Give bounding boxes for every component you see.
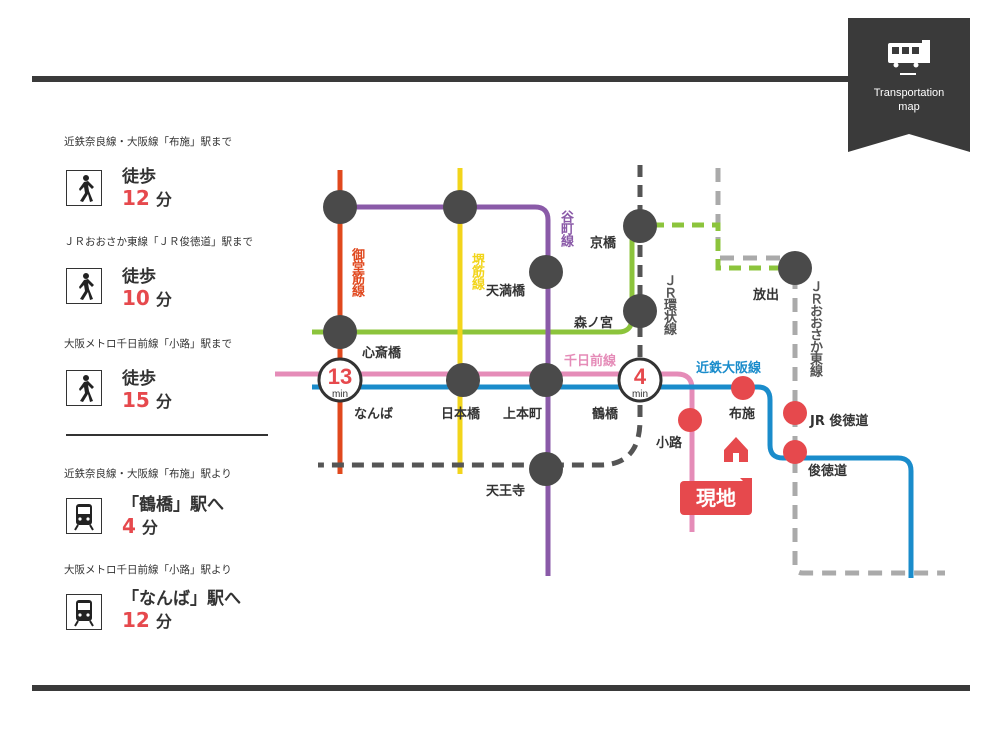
tanimachi-line xyxy=(340,204,551,576)
station-dot-shinsaibashi xyxy=(323,315,357,349)
walk-label: 徒歩 xyxy=(122,369,156,389)
namba-time-unit: min xyxy=(332,389,348,400)
station-label-kyobashi: 京橋 xyxy=(590,236,617,251)
walk-info-shoji: 大阪メトロ千日前線「小路」駅まで 徒歩 15 分 xyxy=(64,336,294,412)
walk-label: 徒歩 xyxy=(122,267,156,287)
train-destination: 「なんば」駅へ xyxy=(122,589,241,609)
section-divider xyxy=(66,434,268,436)
walking-person-icon xyxy=(66,170,102,206)
walk-minutes: 12 xyxy=(122,186,150,210)
station-dot-tenmabashi xyxy=(529,255,563,289)
train-minutes: 12 xyxy=(122,608,150,632)
walk-info-fuse: 近鉄奈良線・大阪線「布施」駅まで 徒歩 12 分 xyxy=(64,134,294,210)
minutes-unit: 分 xyxy=(155,190,172,209)
station-label-jr-shuntokumichi: JR 俊徳道 xyxy=(810,414,869,429)
train-front-icon xyxy=(66,498,102,534)
walk-minutes: 10 xyxy=(122,286,150,310)
station-label-tenmabashi: 天満橋 xyxy=(486,284,526,299)
kintetsu-osaka-line xyxy=(312,384,914,578)
tanimachi-line-label: 谷町線 xyxy=(558,210,573,246)
walk-minutes: 15 xyxy=(122,388,150,412)
tsuruhashi-time-value: 4 xyxy=(634,364,647,389)
minutes-unit: 分 xyxy=(141,518,158,537)
station-label-tennoji: 天王寺 xyxy=(486,484,526,499)
train-minutes: 4 xyxy=(122,514,136,538)
bottom-rule xyxy=(32,685,970,691)
station-dot-shoji xyxy=(678,408,702,432)
nagahori-line-dashed xyxy=(632,222,795,271)
walk-caption: ＪＲおおさか東線「ＪＲ俊徳道」駅まで xyxy=(64,236,253,248)
station-dot-nipponbashi xyxy=(446,363,480,397)
train-icon xyxy=(888,40,930,75)
station-label-nipponbashi: 日本橋 xyxy=(441,407,481,422)
nearby-stations xyxy=(678,376,807,464)
station-label-tsuruhashi: 鶴橋 xyxy=(592,407,619,422)
walking-person-icon xyxy=(66,370,102,406)
station-label-uehonmachi: 上本町 xyxy=(503,407,543,422)
current-location-label: 現地 xyxy=(680,481,752,515)
train-caption: 近鉄奈良線・大阪線「布施」駅より xyxy=(64,468,232,480)
station-dot-sakaisuji-north xyxy=(443,190,477,224)
sennichimae-line-label: 千日前線 xyxy=(564,354,617,369)
minutes-unit: 分 xyxy=(155,290,172,309)
jr-osaka-higashi-line-label: ＪＲおおさか東線 xyxy=(807,280,822,376)
train-destination: 「鶴橋」駅へ xyxy=(122,495,224,515)
walk-info-jr-shuntokumichi: ＪＲおおさか東線「ＪＲ俊徳道」駅まで 徒歩 10 分 xyxy=(64,234,294,310)
train-front-icon xyxy=(66,594,102,630)
walk-label: 徒歩 xyxy=(122,167,156,187)
station-label-hanaten: 放出 xyxy=(753,288,780,303)
station-dot-hanaten xyxy=(778,251,812,285)
train-caption: 大阪メトロ千日前線「小路」駅より xyxy=(64,564,232,576)
station-dot-tennoji xyxy=(529,452,563,486)
kintetsu-line-label: 近鉄大阪線 xyxy=(696,361,762,376)
badge-title-line2: map xyxy=(898,101,920,113)
tsuruhashi-time-circle: 4 min xyxy=(617,357,663,403)
station-dot-midosuji-north xyxy=(323,190,357,224)
station-label-shuntokumichi: 俊徳道 xyxy=(808,464,848,479)
station-dot-uehonmachi xyxy=(529,363,563,397)
station-label-namba: なんば xyxy=(354,407,394,422)
namba-time-value: 13 xyxy=(328,364,352,389)
jr-loop-line xyxy=(318,165,643,468)
station-label-shoji: 小路 xyxy=(656,436,683,451)
jr-loop-line-label: ＪＲ環状線 xyxy=(661,274,676,334)
sakaisuji-line-label: 堺筋線 xyxy=(469,253,484,289)
transfer-stations xyxy=(323,190,812,486)
tsuruhashi-time-unit: min xyxy=(632,389,648,400)
station-label-morinomiya: 森ノ宮 xyxy=(574,316,614,331)
minutes-unit: 分 xyxy=(155,612,172,631)
train-info-namba: 大阪メトロ千日前線「小路」駅より 「なんば」駅へ 12 分 xyxy=(64,562,294,632)
station-label-shinsaibashi: 心斎橋 xyxy=(362,346,402,361)
station-dot-fuse xyxy=(731,376,755,400)
station-dot-shuntokumichi xyxy=(783,440,807,464)
station-dot-kyobashi xyxy=(623,209,657,243)
minutes-unit: 分 xyxy=(155,392,172,411)
station-dot-morinomiya xyxy=(623,294,657,328)
station-dot-jr-shuntokumichi xyxy=(783,401,807,425)
walk-caption: 大阪メトロ千日前線「小路」駅まで xyxy=(64,338,232,350)
top-rule xyxy=(32,76,970,82)
jr-osaka-higashi-line xyxy=(715,168,945,576)
walking-person-icon xyxy=(66,268,102,304)
namba-time-circle: 13 min xyxy=(317,357,363,403)
house-icon xyxy=(724,437,748,462)
walk-caption: 近鉄奈良線・大阪線「布施」駅まで xyxy=(64,136,232,148)
transportation-map-badge: Transportation map xyxy=(848,18,970,152)
station-label-fuse: 布施 xyxy=(729,407,756,422)
badge-title-line1: Transportation xyxy=(873,87,945,99)
midosuji-line-label: 御堂筋線 xyxy=(349,248,364,296)
